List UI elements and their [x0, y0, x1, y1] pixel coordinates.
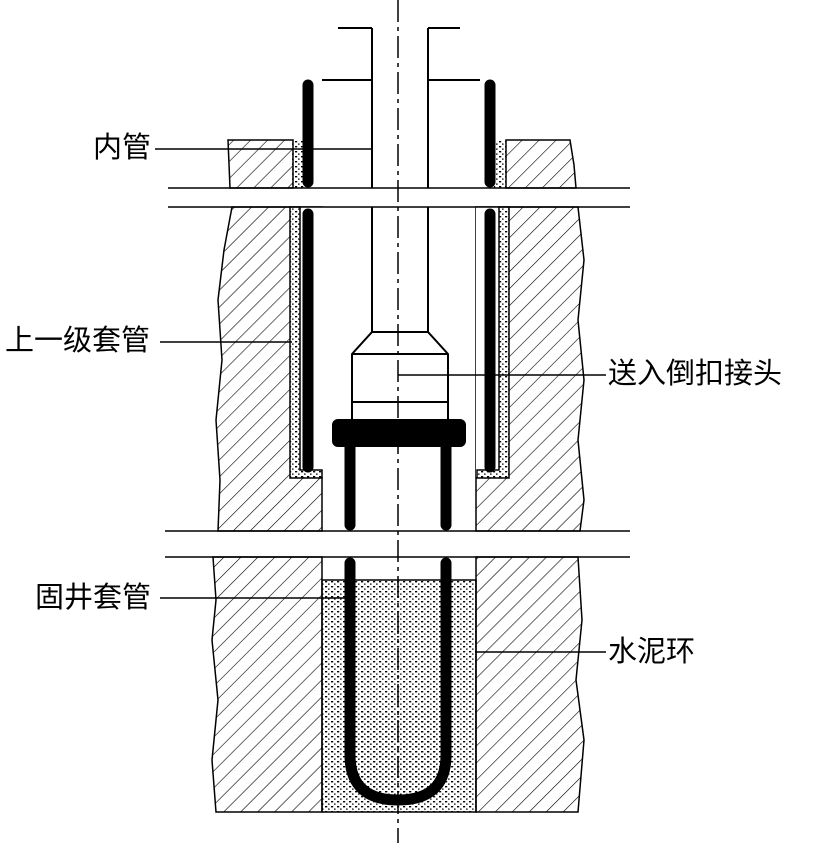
leader-lines [155, 148, 606, 653]
label-cement-ring: 水泥环 [608, 634, 696, 668]
inner-pipe [322, 27, 480, 332]
casing-bottom-cement [357, 712, 439, 793]
label-upper-casing: 上一级套管 [5, 323, 151, 357]
label-running-joint: 送入倒扣接头 [608, 356, 783, 390]
label-inner-pipe: 内管 [93, 130, 152, 164]
upper-casing [302, 79, 496, 473]
formation-lower [211, 556, 585, 813]
running-backoff-joint [332, 331, 466, 447]
label-cementing-casing: 固井套管 [35, 580, 152, 614]
